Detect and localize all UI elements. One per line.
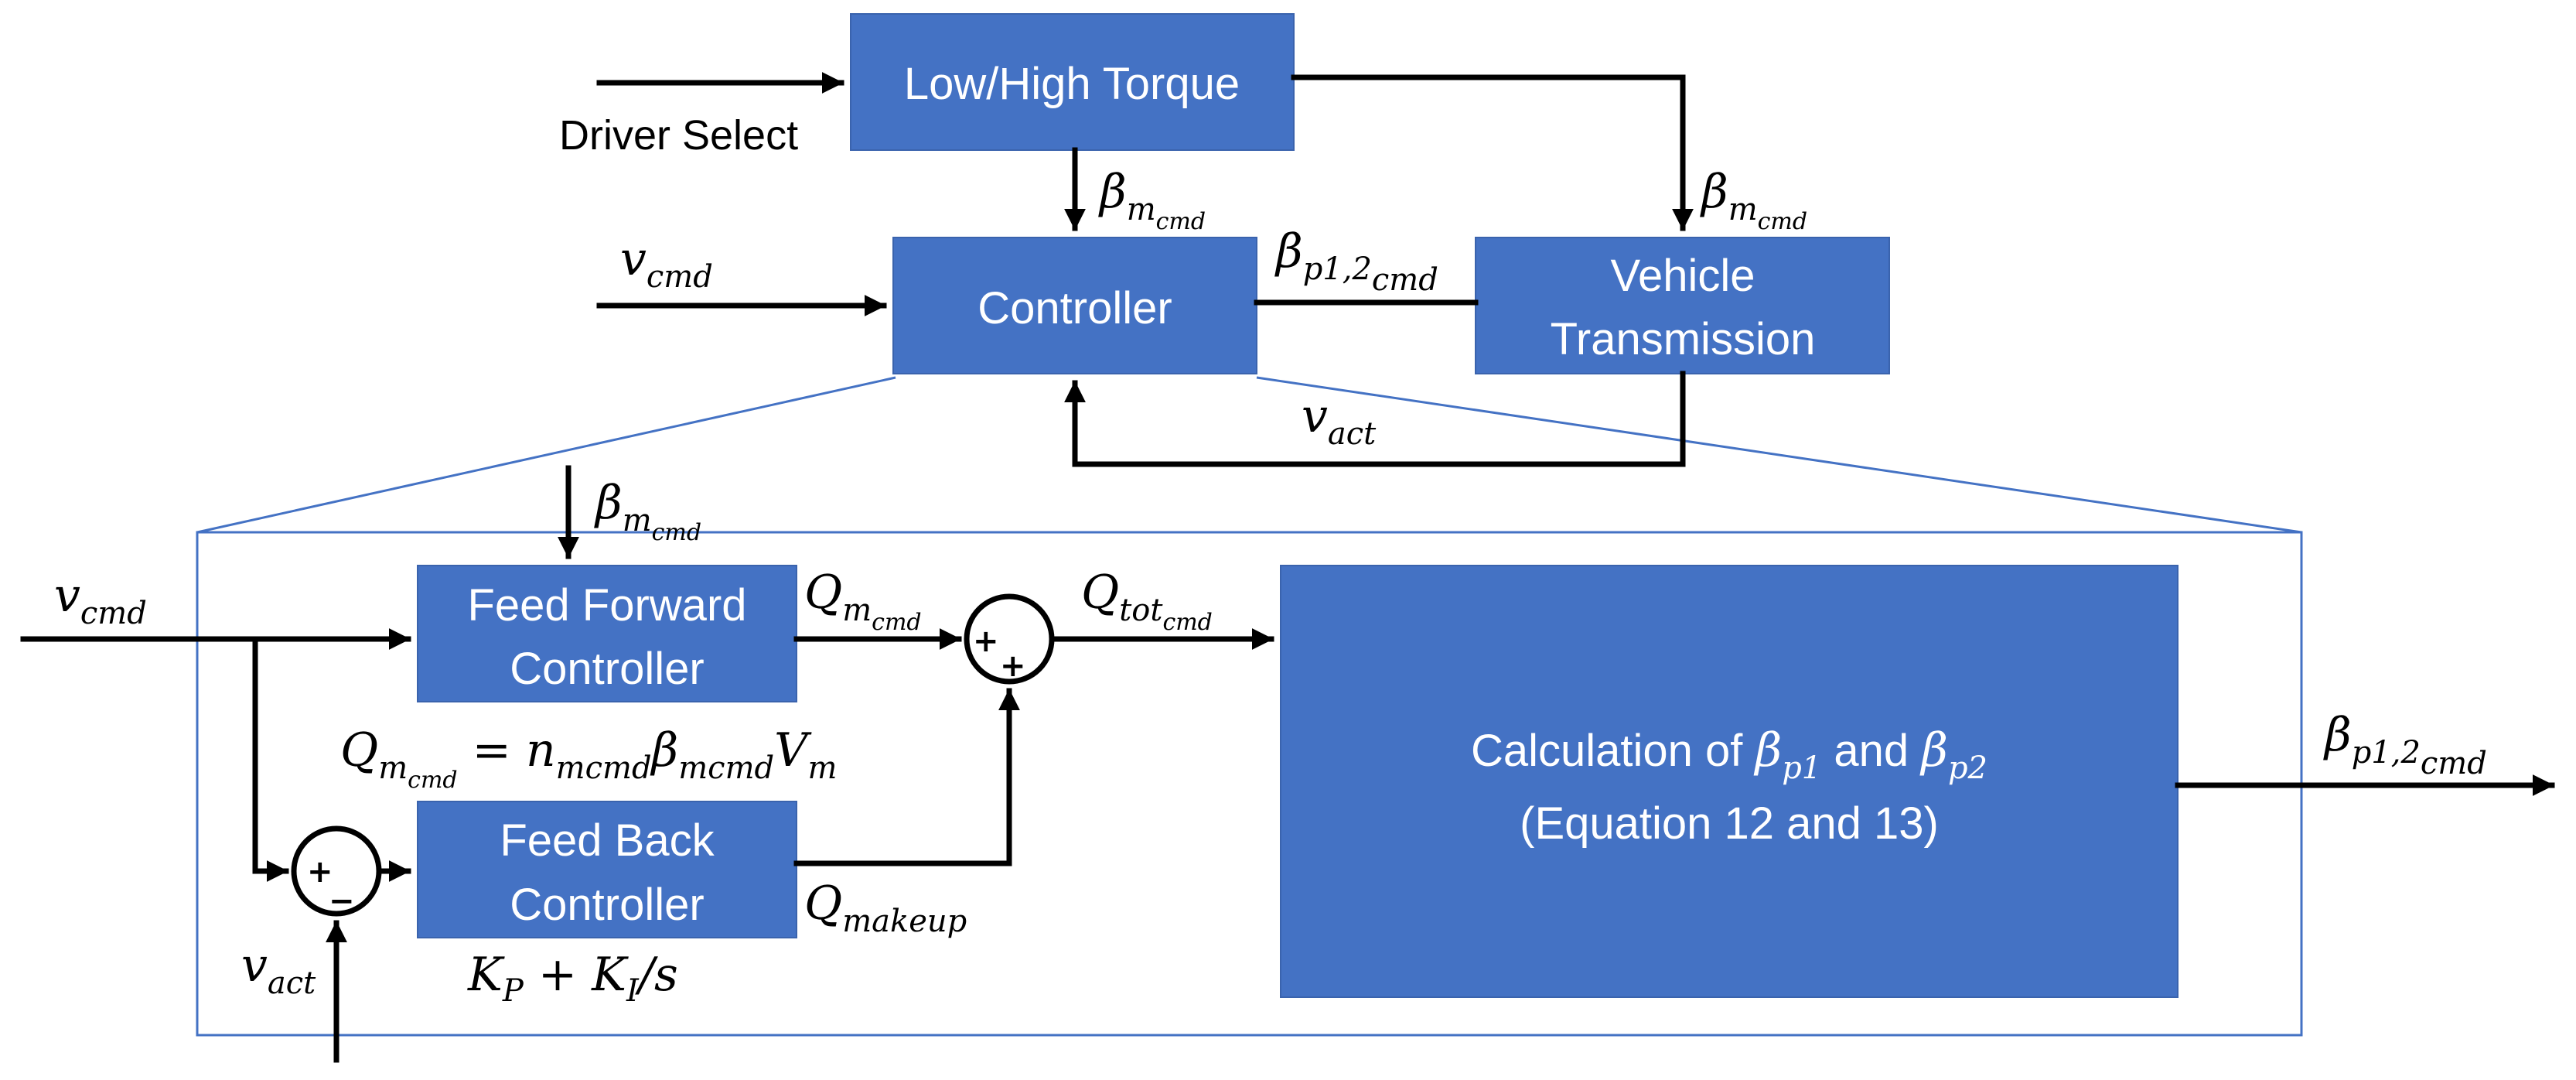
error-sum-plus-sign: + xyxy=(307,854,333,890)
v-act-label-lower: vact xyxy=(241,938,316,1001)
controller-block xyxy=(892,237,1257,374)
beta-m-cmd-label-lower: βmcmd xyxy=(594,476,701,546)
beta-m-cmd-label-vehicle: βmcmd xyxy=(1700,165,1807,235)
feed-back-gain-equation: KP + KI/s xyxy=(467,948,678,1009)
driver-select-label: Driver Select xyxy=(559,112,798,159)
calculation-block xyxy=(1280,565,2179,998)
v-cmd-label-lower: vcmd xyxy=(54,569,147,631)
beta-p12-cmd-label-upper: βp1,2cmd xyxy=(1274,224,1438,298)
vehicle-label: Vehicle xyxy=(1610,251,1755,301)
feed-forward-label-2: Controller xyxy=(510,644,704,694)
total-sum-plus-sign-bottom: + xyxy=(1000,648,1026,684)
feed-back-block xyxy=(417,801,797,938)
zoom-line-right xyxy=(1256,376,2302,534)
v-cmd-label-upper: vcmd xyxy=(620,232,713,295)
q-makeup-label: Qmakeup xyxy=(804,877,967,939)
calculation-label-2: (Equation 12 and 13) xyxy=(1520,798,1939,849)
q-tot-cmd-label: Qtotcmd xyxy=(1081,566,1213,636)
torque-selector-label: Low/High Torque xyxy=(904,59,1240,109)
controller-label: Controller xyxy=(978,283,1172,333)
calculation-label-1: Calculation of βp1 and βp2 xyxy=(1471,723,1987,786)
v-cmd-branch-arrow xyxy=(252,636,289,882)
beta-p12-cmd-label-output: βp1,2cmd xyxy=(2323,708,2487,781)
transmission-label: Transmission xyxy=(1551,314,1816,364)
beta-m-cmd-arrow-vehicle xyxy=(1291,74,1694,231)
v-act-feedback-arrow xyxy=(1064,371,1686,467)
v-act-label-upper: vact xyxy=(1302,389,1377,452)
torque-selector-block xyxy=(850,13,1295,151)
feed-forward-block xyxy=(417,565,797,702)
q-makeup-arrow xyxy=(793,688,1020,866)
q-m-cmd-label: Qmcmd xyxy=(804,566,922,636)
feed-forward-equation: Qmcmd = nmcmdβmcmdVm xyxy=(340,723,837,794)
error-sum-minus-sign: − xyxy=(329,883,355,919)
feed-back-label-2: Controller xyxy=(510,880,704,930)
feed-forward-label-1: Feed Forward xyxy=(467,580,746,631)
feed-back-label-1: Feed Back xyxy=(500,815,715,866)
total-sum-plus-sign-left: + xyxy=(973,624,999,659)
zoom-line-left xyxy=(196,376,896,534)
vehicle-transmission-block xyxy=(1475,237,1890,374)
beta-m-cmd-label-upper: βmcmd xyxy=(1098,165,1206,235)
